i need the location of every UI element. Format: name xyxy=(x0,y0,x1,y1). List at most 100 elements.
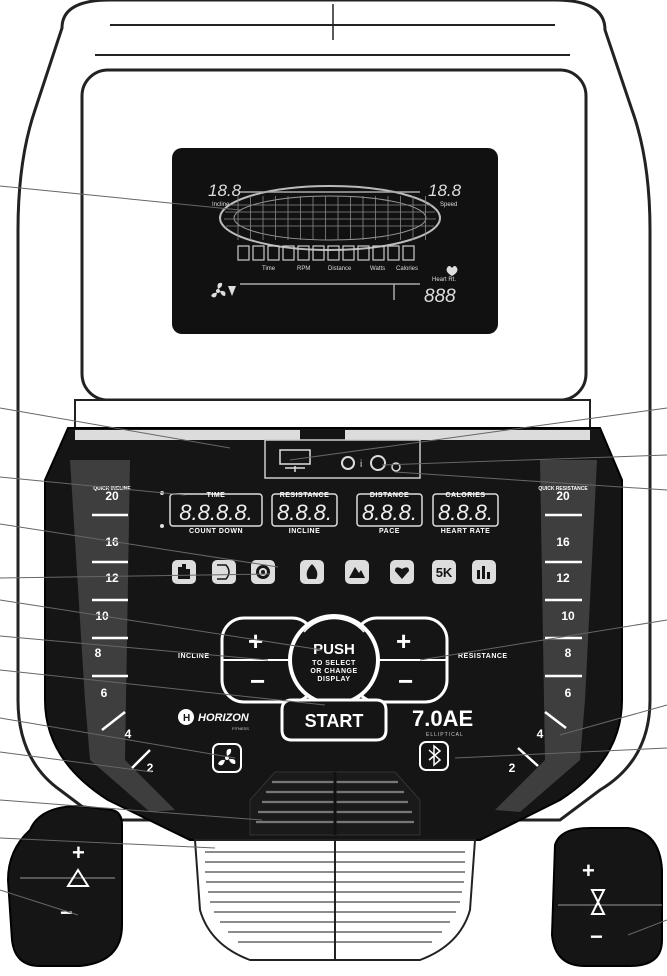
lcd-segment-cell xyxy=(372,245,385,261)
right-grip-minus[interactable]: − xyxy=(590,924,603,949)
right-grip-control xyxy=(550,827,663,967)
scale-value: 6 xyxy=(565,686,572,700)
incline-label: INCLINE xyxy=(178,653,210,660)
lcd-segment-cell xyxy=(282,245,295,261)
lcd-segment-row xyxy=(237,245,415,261)
lcd-fan-icon xyxy=(211,282,236,298)
lcd-segment-cell xyxy=(267,245,280,261)
lcd-segment-cell xyxy=(387,245,400,261)
push-title: PUSH xyxy=(313,641,355,658)
lcd-heart-icon xyxy=(446,266,458,276)
left-grip-plus[interactable]: + xyxy=(72,840,85,865)
resistance-hourglass-icon xyxy=(590,889,606,915)
program-button-2[interactable] xyxy=(212,560,236,584)
lcd-label-time: Time xyxy=(262,266,276,272)
lcd-segment-cell xyxy=(297,245,310,261)
lcd-speed-label: Speed xyxy=(440,202,457,208)
lcd-segment-cell xyxy=(252,245,265,261)
start-label: START xyxy=(305,711,364,731)
scale-value: 20 xyxy=(105,489,119,503)
display-digits: 8.8.8. xyxy=(362,500,417,525)
headphone-jack[interactable] xyxy=(341,456,355,470)
incline-triangle-icon xyxy=(66,868,90,887)
scale-value: 2 xyxy=(509,761,516,775)
incline-minus: − xyxy=(250,666,265,696)
bluetooth-icon xyxy=(428,744,442,767)
lcd-segment-cell xyxy=(402,245,415,261)
audio-input-jack[interactable] xyxy=(370,455,386,471)
display-bottom-label: INCLINE xyxy=(289,528,321,535)
horizon-logo: H HORIZON FITNESS xyxy=(178,709,250,731)
display-top-label: CALORIES xyxy=(445,492,485,499)
callout-leaders xyxy=(0,185,667,936)
5k-icon: 5K xyxy=(436,565,453,580)
scale-value: 12 xyxy=(105,571,119,585)
lcd-heart-digits: 888 xyxy=(424,286,456,307)
lcd-label-distance: Distance xyxy=(328,266,352,272)
info-glyph: i xyxy=(360,459,362,470)
left-grip-minus[interactable]: − xyxy=(60,900,73,925)
display-top-label: TIME xyxy=(207,492,226,499)
incline-plus: + xyxy=(248,626,263,656)
right-grip-plus[interactable]: + xyxy=(582,858,595,883)
scale-value: 10 xyxy=(561,609,575,623)
lcd-label-rpm: RPM xyxy=(297,266,310,272)
display-bottom-label: HEART RATE xyxy=(441,528,491,535)
lcd-label-calories: Calories xyxy=(396,266,418,272)
bars-icon xyxy=(477,566,490,579)
brand-sub: FITNESS xyxy=(232,726,249,731)
display-top-label: DISTANCE xyxy=(370,492,409,499)
lcd-segment-cell xyxy=(312,245,325,261)
program-button-6[interactable] xyxy=(390,560,414,584)
model-name: 7.0AE xyxy=(412,706,473,731)
lcd-speed-digits: 18.8 xyxy=(428,181,462,200)
scale-value: 8 xyxy=(95,646,102,660)
program-button-7[interactable]: 5K xyxy=(432,560,456,584)
scale-title-text: QUICK RESISTANCE xyxy=(538,486,588,492)
scale-value: 2 xyxy=(147,761,154,775)
5k-label: 5K xyxy=(436,565,453,580)
scale-value: 6 xyxy=(101,686,108,700)
scale-value: 16 xyxy=(105,535,119,549)
display-top-label: RESISTANCE xyxy=(280,492,330,499)
lcd-heart-label: Heart Rt. xyxy=(432,277,456,283)
display-bottom-label: PACE xyxy=(379,528,400,535)
program-button-1[interactable] xyxy=(172,560,196,584)
brand-name: HORIZON xyxy=(198,712,250,724)
lcd-segment-cell xyxy=(327,245,340,261)
resistance-label: RESISTANCE xyxy=(458,653,508,660)
model-sub: ELLIPTICAL xyxy=(426,732,464,738)
program-buttons: 5K xyxy=(172,560,496,584)
display-digits: 8.8.8. xyxy=(438,500,493,525)
program-button-5[interactable] xyxy=(345,560,369,584)
lcd-segment-cell xyxy=(237,245,250,261)
resistance-minus: − xyxy=(398,666,413,696)
program-button-4[interactable] xyxy=(300,560,324,584)
display-digits: 8.8.8. xyxy=(277,500,332,525)
display-digits: 8.8.8.8. xyxy=(179,500,252,525)
mountain-icon xyxy=(349,567,365,578)
lcd-segment-cell xyxy=(342,245,355,261)
svg-text:H: H xyxy=(183,713,190,724)
scale-value: 8 xyxy=(565,646,572,660)
start-button[interactable] xyxy=(280,698,388,742)
push-sub-1: TO SELECT xyxy=(312,660,356,667)
scale-title-text: QUICK INCLINE xyxy=(93,486,131,492)
left-grip-control xyxy=(6,804,123,967)
manual-icon xyxy=(217,564,230,580)
fan-icon xyxy=(218,748,236,766)
program-button-8[interactable] xyxy=(472,560,496,584)
push-sub-2: OR CHANGE xyxy=(310,668,357,675)
lcd-track-grid xyxy=(219,185,441,251)
scale-value: 4 xyxy=(125,727,132,741)
scale-value: 4 xyxy=(537,727,544,741)
lower-panel-outline xyxy=(74,399,591,431)
resistance-plus: + xyxy=(396,626,411,656)
